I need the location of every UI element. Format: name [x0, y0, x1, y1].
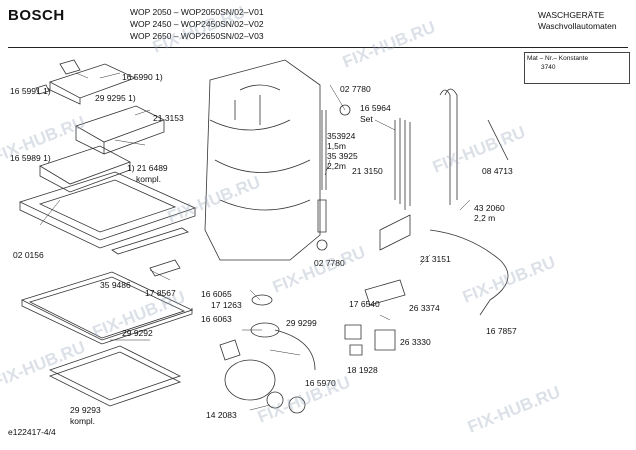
pump-body: [224, 359, 276, 401]
model-line-3: WOP 2650 – WOP2650SN/02–V03: [130, 31, 264, 41]
pump-ring-1: [266, 391, 284, 409]
clip-part: [35, 84, 50, 95]
valve-set: [394, 118, 411, 210]
part-353925-length: 2,2m: [327, 161, 346, 171]
category-title: WASCHGERÄTE: [538, 10, 605, 20]
part-167857: 16 7857: [486, 326, 517, 336]
part-027780-bottom: 02 7780: [314, 258, 345, 268]
latch: [149, 259, 181, 277]
part-353924: 353924: [327, 131, 356, 141]
part-432060: 43 2060: [474, 203, 505, 213]
hinge-part: [59, 59, 81, 75]
part-165989: 16 5989 1): [10, 153, 51, 163]
tub-body: [204, 59, 321, 261]
tray-top: [48, 63, 137, 99]
hose-nut-bottom: [316, 239, 328, 251]
part-178567: 17 8567: [145, 288, 176, 298]
part-432060-length: 2,2 m: [474, 213, 496, 223]
hose-nut-top: [339, 104, 351, 116]
thermostat: [374, 329, 396, 351]
part-213153: 21 3153: [153, 113, 184, 123]
model-line-1: WOP 2050 – WOP2050SN/02–V01: [130, 7, 264, 17]
part-142083: 14 2083: [206, 410, 237, 420]
brand-logo: BOSCH: [8, 7, 65, 24]
part-263374: 26 3374: [409, 303, 440, 313]
heater-relay: [344, 324, 362, 340]
part-353924-length: 1,5m: [327, 141, 346, 151]
hinge-bracket: [111, 227, 189, 255]
part-166065: 16 6065: [201, 289, 232, 299]
part-299299: 29 9299: [286, 318, 317, 328]
pump-ring-2: [288, 396, 306, 414]
part-084713: 08 4713: [482, 166, 513, 176]
part-359486: 35 9486: [100, 280, 131, 290]
part-299292: 29 9292: [122, 328, 153, 338]
part-165970: 16 5970: [305, 378, 336, 388]
material-number-value: 3740: [541, 64, 556, 71]
part-020156: 02 0156: [13, 250, 44, 260]
small-connector: [349, 344, 363, 356]
part-165991: 16 5991 1): [10, 86, 51, 96]
part-216489: 1) 21 6489: [127, 163, 168, 173]
material-number-box: Mat – Nr.– Konstante 3740: [524, 52, 630, 84]
drawing-code: e122417-4/4: [8, 427, 56, 437]
part-213151: 21 3151: [420, 254, 451, 264]
part-299293: 29 9293: [70, 405, 101, 415]
part-165990: 16 5990 1): [122, 72, 163, 82]
part-176540: 17 6540: [349, 299, 380, 309]
header-divider: [8, 47, 628, 48]
drain-hose-vertical: [439, 89, 451, 205]
control-panel: [39, 145, 131, 185]
material-number-label: Mat – Nr.– Konstante: [527, 55, 589, 62]
subcategory-title: Waschvollautomaten: [538, 21, 617, 31]
pressure-switch: [364, 279, 406, 306]
part-171263: 17 1263: [211, 300, 242, 310]
drain-hose-long: [429, 229, 509, 316]
part-165964: 16 5964: [360, 103, 391, 113]
part-263330: 26 3330: [400, 337, 431, 347]
part-165964-set: Set: [360, 114, 373, 124]
part-181928: 18 1928: [347, 365, 378, 375]
part-216489-kompl: kompl.: [136, 174, 162, 184]
part-027780-top: 02 7780: [340, 84, 371, 94]
part-299295: 29 9295 1): [95, 93, 136, 103]
lid-plate: [48, 345, 182, 401]
part-299293-kompl: kompl.: [70, 416, 96, 426]
part-166063: 16 6063: [201, 314, 232, 324]
part-353925: 35 3925: [327, 151, 358, 161]
model-line-2: WOP 2450 – WOP2450SN/02–V02: [130, 19, 264, 29]
part-213150: 21 3150: [352, 166, 383, 176]
